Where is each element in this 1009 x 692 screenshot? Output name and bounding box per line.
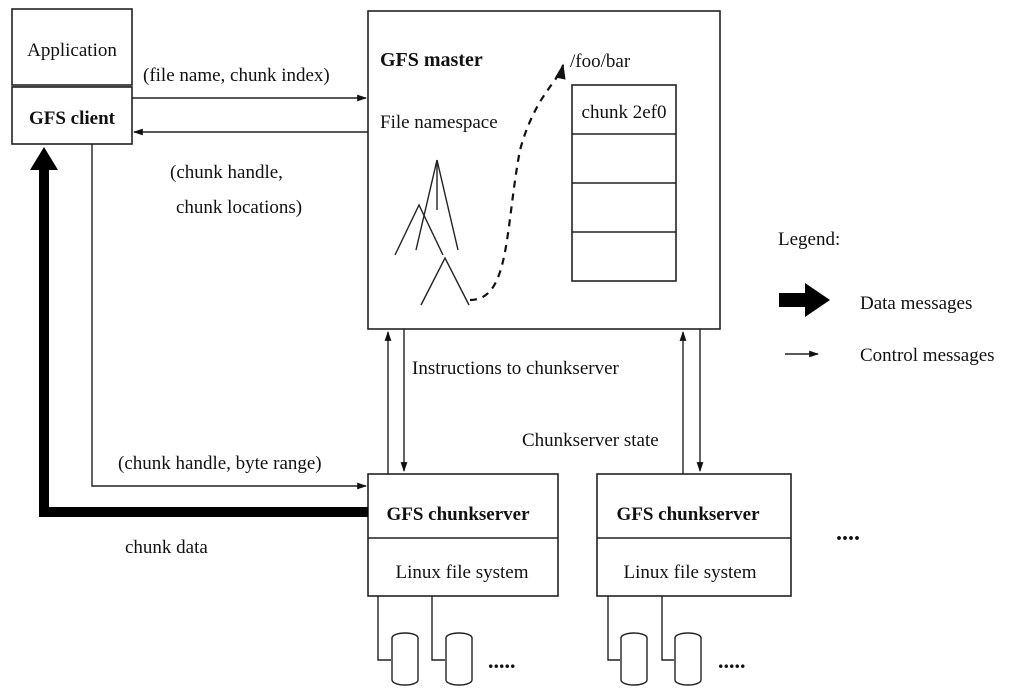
chunk-data-arrow [39,168,368,517]
mapping-dashed-curve [469,63,566,302]
master-group: GFS master File namespace /foo/bar chunk… [367,10,721,330]
data-request-arrow [91,144,367,490]
disk-icon [445,632,473,686]
legend-data-label: Data messages [860,293,972,314]
chunk-data-label: chunk data [125,537,208,558]
disk-icon [391,632,419,686]
disk-ellipsis-2: ..... [718,648,746,673]
data-request-label: (chunk handle, byte range) [118,453,322,474]
gfs-master-label: GFS master [380,49,483,71]
chunk-data-arrowhead [30,147,58,170]
reply-label-line2: chunk locations) [176,197,302,218]
client-group: Application GFS client [11,8,133,145]
namespace-tree-icon [394,159,470,306]
gfs-client-box [11,86,133,145]
legend-control-label: Control messages [860,345,995,366]
disk-icon [674,632,702,686]
legend: Legend: Data messages Control messages [778,229,995,366]
chunkserver-2-group: GFS chunkserver Linux file system [596,473,792,661]
chunkserver-1-group: GFS chunkserver Linux file system [367,473,559,661]
chunkserver-1-fs: Linux file system [396,562,529,583]
chunkserver-2-title: GFS chunkserver [616,504,760,525]
gfs-client-label: GFS client [29,108,116,129]
chunk-table [571,84,677,282]
chunk-table-header: chunk 2ef0 [582,102,667,123]
legend-title: Legend: [778,229,840,250]
path-label: /foo/bar [570,51,631,72]
data-message-legend-icon [779,283,830,317]
chunkserver-2-box [596,473,792,597]
application-label: Application [27,40,117,61]
instructions-label: Instructions to chunkserver [412,358,620,379]
disk-ellipsis-1: ..... [488,648,516,673]
reply-label-line1: (chunk handle, [170,162,283,183]
chunkserver-1-title: GFS chunkserver [386,504,530,525]
chunkserver-2-fs: Linux file system [624,562,757,583]
more-chunkservers-ellipsis: .... [836,520,860,546]
request-label: (file name, chunk index) [143,65,330,86]
application-box [11,8,133,86]
disk-icon [620,632,648,686]
chunkserver-1-box [367,473,559,597]
chunkserver-state-label: Chunkserver state [522,430,659,451]
file-namespace-label: File namespace [380,112,498,133]
